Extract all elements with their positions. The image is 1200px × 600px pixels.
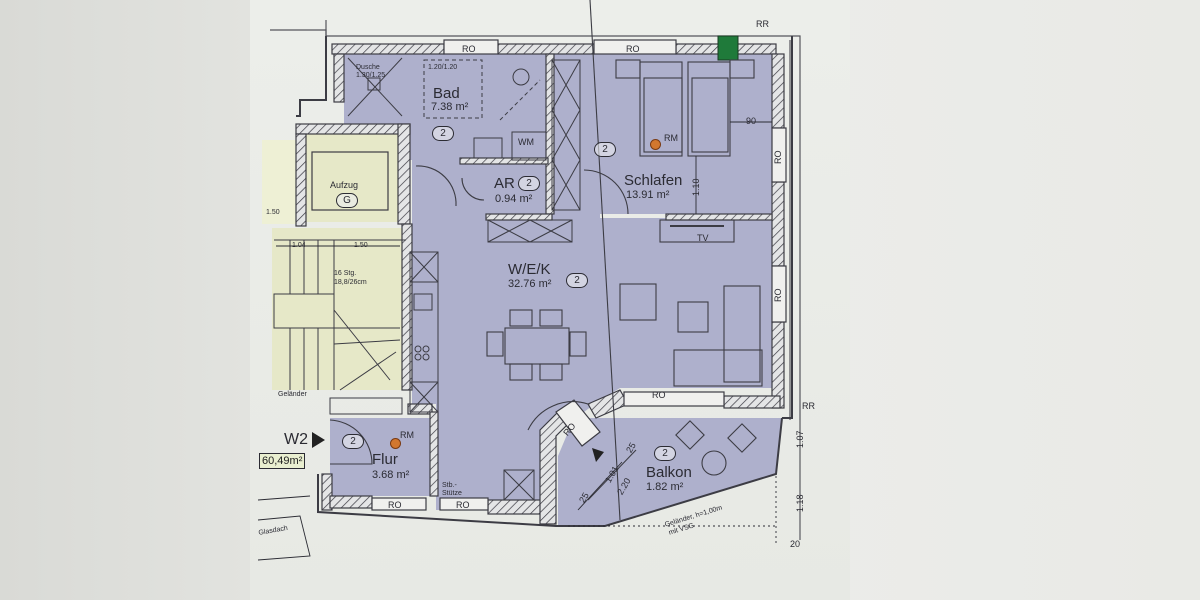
- dim-right-1: 1.07: [795, 430, 805, 448]
- doors: [329, 165, 629, 465]
- smoke-detector-icon: [390, 438, 401, 449]
- elevator-badge: G: [336, 193, 358, 208]
- floor-badge-balkon: 2: [654, 446, 676, 461]
- bath-fixtures: [347, 57, 547, 161]
- stair-step-size: 18,8/26cm: [334, 279, 367, 286]
- room-name-flur: Flur: [372, 451, 398, 468]
- downpipe-label: RR: [802, 401, 815, 411]
- shower-label: Dusche: [356, 64, 380, 71]
- window-label: RO: [773, 288, 783, 303]
- downpipe-label: RR: [756, 19, 769, 29]
- floor-badge-schlafen: 2: [594, 142, 616, 157]
- entrance-arrow-icon: [312, 432, 325, 448]
- stair-steps: 16 Stg.: [334, 270, 357, 277]
- room-area-bad: 7.38 m²: [431, 101, 469, 113]
- shower-size: 1.30/1.25: [356, 72, 386, 79]
- wardrobes: [409, 59, 581, 501]
- window-label: RO: [388, 500, 402, 510]
- unit-area: 60,49m²: [259, 453, 306, 469]
- window-label: RO: [456, 500, 470, 510]
- support-label-2: Stütze: [442, 490, 462, 497]
- room-area-balkon: 1.82 m²: [646, 481, 684, 493]
- window-label: RO: [626, 44, 640, 54]
- dim-stair-1: 1.04: [292, 242, 306, 249]
- dim-bed-to-wall: 1.10: [691, 178, 701, 196]
- tv-label: TV: [697, 233, 709, 243]
- floor-badge-wek: 2: [566, 273, 588, 288]
- room-name-schlafen: Schlafen: [624, 172, 683, 189]
- dim-elevator-side: 1.50: [266, 209, 280, 216]
- floor-badge-flur: 2: [342, 434, 364, 449]
- room-area-flur: 3.68 m²: [372, 469, 410, 481]
- windows: [371, 39, 787, 511]
- stair-railing: Geländer: [278, 391, 307, 398]
- washing-machine-label: WM: [518, 137, 534, 147]
- dim-right-2: 1.18: [795, 494, 805, 512]
- dim-right-3: 20: [790, 539, 801, 549]
- support-label: Stb.-: [442, 482, 457, 489]
- room-name-wek: W/E/K: [508, 261, 551, 278]
- room-area-schlafen: 13.91 m²: [626, 189, 670, 201]
- dim-stair-2: 1.50: [354, 242, 368, 249]
- stair-lines: [273, 239, 406, 415]
- room-area-ar: 0.94 m²: [495, 193, 533, 205]
- rm-label-schlafen: RM: [664, 133, 678, 143]
- window-label: RO: [652, 390, 666, 400]
- stair-fill: [262, 134, 406, 390]
- living-furniture: [486, 283, 763, 387]
- room-name-bad: Bad: [433, 85, 460, 102]
- room-fill: [330, 52, 782, 526]
- dimension-lines: [257, 121, 801, 561]
- balcony-furniture: [587, 0, 757, 521]
- room-name-ar: AR: [494, 175, 515, 192]
- window-label: RO: [773, 150, 783, 165]
- dim-bed-gap: 90: [746, 116, 757, 126]
- elevator: [311, 151, 389, 211]
- window-label: RO: [462, 44, 476, 54]
- room-area-wek: 32.76 m²: [508, 278, 552, 290]
- room-name-balkon: Balkon: [646, 464, 692, 481]
- elevator-label: Aufzug: [330, 180, 359, 190]
- beds: [615, 59, 755, 243]
- floor-badge-ar: 2: [518, 176, 540, 191]
- unit-label: W2: [284, 431, 308, 448]
- floor-badge-bad: 2: [432, 126, 454, 141]
- rm-label-flur: RM: [400, 430, 414, 440]
- smoke-detector-icon: [650, 139, 661, 150]
- bath-area-box: 1.20/1.20: [428, 64, 458, 71]
